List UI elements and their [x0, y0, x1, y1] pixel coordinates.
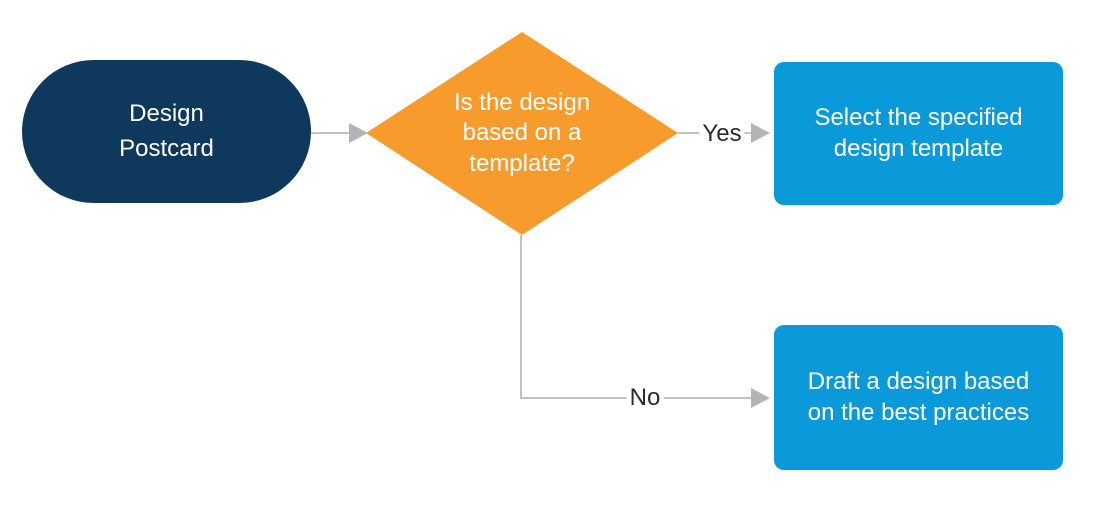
arrowhead-decision-to-yes: [751, 123, 770, 143]
arrowhead-decision-to-no: [751, 388, 770, 408]
outcome-draft-design-label: Draft a design based on the best practic…: [807, 368, 1030, 426]
edge-decision-to-no: [520, 235, 751, 399]
edge-label-no: No: [626, 384, 664, 412]
decision-diamond-shape: [366, 32, 678, 235]
outcome-node-select-template: Select the specified design template: [774, 62, 1063, 205]
outcome-node-draft-design: Draft a design based on the best practic…: [774, 325, 1063, 470]
edge-label-yes: Yes: [699, 120, 745, 148]
decision-node-label: Is the design based on a template?: [453, 88, 591, 177]
start-node-design-postcard: Design Postcard: [22, 60, 311, 203]
arrowhead-start-to-decision: [349, 123, 368, 143]
start-node-label: Design Postcard: [119, 99, 214, 162]
decision-node-template-question: Is the design based on a template?: [366, 32, 678, 235]
outcome-select-template-label: Select the specified design template: [814, 104, 1023, 162]
